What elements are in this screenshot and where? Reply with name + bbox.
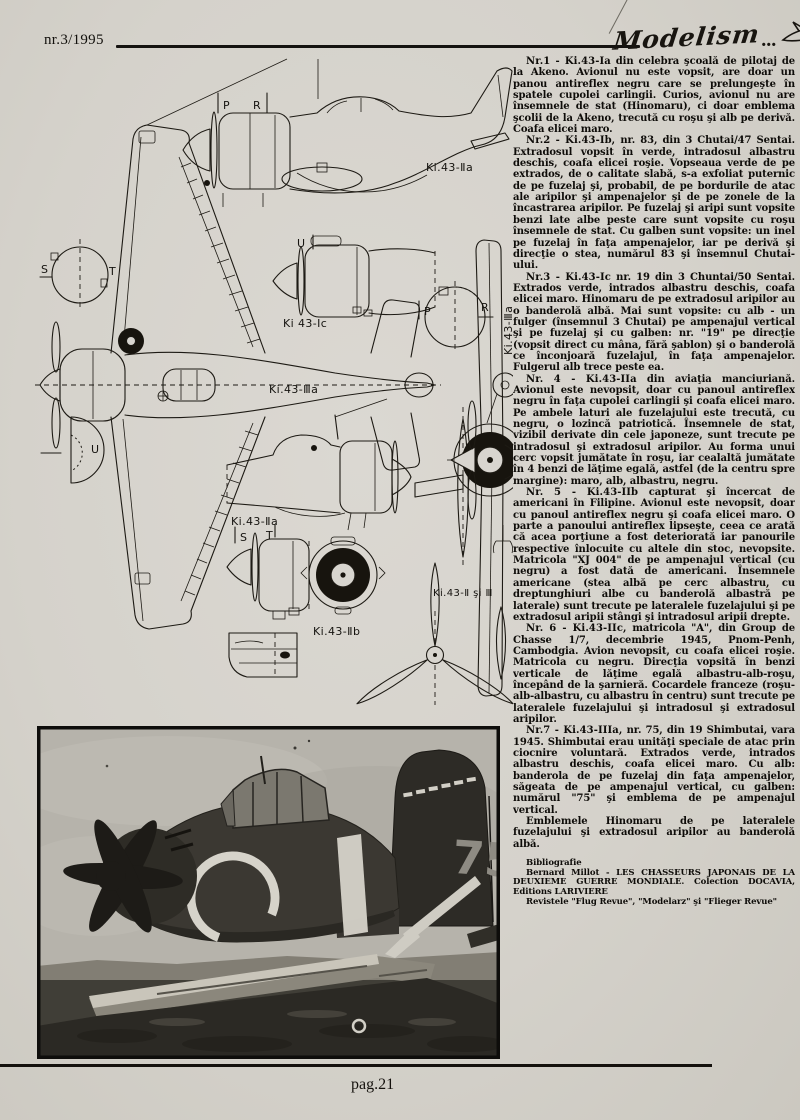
nose-bottom-fragment <box>228 632 298 678</box>
mark-p2: P <box>424 305 431 318</box>
paragraph-text: matricola "A", din Group de Chasse 1/7, … <box>513 623 795 725</box>
paragraph-5: Nr. 5 - Ki.43-IIb capturat şi încercat d… <box>513 487 795 623</box>
magazine-logo-text: Modelism <box>611 19 762 56</box>
paragraph-text: din celebra şcoală de pilotaj de la Aken… <box>513 56 795 136</box>
side-view-ki43-IIa-reversed: Ki.43-Ⅱa <box>226 398 412 531</box>
label-ki43-IIa-top: Ki.43-Ⅱa <box>426 161 473 174</box>
flap-hatching-lower <box>184 430 259 596</box>
mark-s2: S <box>240 531 247 544</box>
header-rule <box>116 45 640 48</box>
footer-rule <box>0 1064 712 1067</box>
nose-view-ki43-Ic: U Ki 43-Ⅰc <box>272 234 436 330</box>
cross-section-st: S T <box>39 239 116 311</box>
label-ki43-IIb: Ki.43-Ⅱb <box>313 625 360 638</box>
article-column: Nr.1 - Ki.43-Ia din celebra şcoală de pi… <box>513 56 795 1064</box>
engine-front-view <box>300 536 386 615</box>
nose-view-st: S T <box>226 524 310 620</box>
paragraph-2: Nr.2 - Ki.43-Ib, nr. 83, din 3 Chutai/47… <box>513 135 795 271</box>
bibliography: Bibliografie Bernard Millot - LES CHASSE… <box>513 858 795 908</box>
label-ki43-IIIa-plan: Ki.43-Ⅲa <box>269 383 318 396</box>
paragraph-text: Emblemele Hinomaru de pe lateralele fuze… <box>513 816 795 850</box>
paragraph-lead: Nr.2 - Ki.43-Ib, <box>526 135 616 147</box>
paragraph-lead: Nr. 4 - Ki.43-IIa <box>526 373 637 385</box>
mark-r: R <box>253 99 261 112</box>
plan-view-ki43-IIIa: Ki.43-Ⅲa <box>35 124 441 630</box>
front-view-ki43-IIIa: Ki.43-Ⅲa <box>414 239 527 697</box>
paragraph-text: capturat şi încercat de americani în Fil… <box>513 487 795 623</box>
ki43-three-view-drawing: P R Ki.43-Ⅱa <box>35 55 527 728</box>
mark-s: S <box>41 263 48 276</box>
ki43-photograph: 75 <box>7 722 518 1063</box>
paragraph-lead: Nr. 6 - Ki.43-IIc, <box>526 623 627 635</box>
cross-section-pr: P R <box>418 281 494 353</box>
propeller-front-view <box>356 562 514 705</box>
bibliography-entry: Bernard Millot - LES CHASSEURS JAPONAIS … <box>513 867 795 898</box>
label-ki43-IIIa-front: Ki.43-Ⅲa <box>502 306 513 355</box>
paragraph-lead: Nr.1 - Ki.43-Ia <box>526 56 611 67</box>
paragraph-text: nr. 75, din 19 Shimbutai, vara 1945. Shi… <box>513 725 795 816</box>
paragraph-3: Nr.3 - Ki.43-Ic nr. 19 din 3 Chuntai/50 … <box>513 272 795 374</box>
side-view-ki43-IIa: P R Ki.43-Ⅱa <box>182 67 513 207</box>
logo-dots: ... <box>761 29 777 51</box>
paragraph-1: Nr.1 - Ki.43-Ia din celebra şcoală de pi… <box>513 56 795 135</box>
paragraph-lead: Nr.7 - Ki.43-IIIa, <box>526 725 623 737</box>
issue-number: nr.3/1995 <box>44 32 104 48</box>
paragraph-4: Nr. 4 - Ki.43-IIa din aviaţia manciurian… <box>513 374 795 487</box>
bibliography-heading: Bibliografie <box>526 858 582 869</box>
label-ki43-Ic: Ki 43-Ⅰc <box>283 317 327 330</box>
mark-u: U <box>91 443 99 456</box>
bibliography-entry: Revistele "Flug Revue", "Modelarz" şi "F… <box>526 896 777 907</box>
paragraph-lead: Nr. 5 - Ki.43-IIb <box>526 487 639 499</box>
cross-section-u: U <box>40 416 105 484</box>
magazine-logo: Modelism... <box>612 18 800 56</box>
page-number: pag.21 <box>351 1076 395 1093</box>
mark-u2: U <box>297 237 305 250</box>
paragraph-6: Nr. 6 - Ki.43-IIc, matricola "A", din Gr… <box>513 623 795 725</box>
label-ki43-IIa-side: Ki.43-Ⅱa <box>231 515 278 528</box>
paragraph-8: Emblemele Hinomaru de pe lateralele fuze… <box>513 816 795 850</box>
paragraph-7: Nr.7 - Ki.43-IIIa, nr. 75, din 19 Shimbu… <box>513 725 795 816</box>
paragraph-text: nr. 19 din 3 Chuntai/50 Sentai. Extrados… <box>513 271 795 374</box>
paragraph-text: din aviaţia manciuriană. Avionul este ne… <box>513 373 795 487</box>
label-ki43-II-III: Ki.43-Ⅱ şi Ⅲ <box>433 588 493 599</box>
mark-r2: R <box>481 301 489 314</box>
plane-doodle-icon <box>781 21 800 42</box>
mark-t: T <box>108 265 116 278</box>
flap-hatching-upper <box>180 162 261 344</box>
mark-t2: T <box>265 529 273 542</box>
paragraph-text: nr. 83, din 3 Chutai/47 Sentai. Extrados… <box>513 135 795 272</box>
paragraph-lead: Nr.3 - Ki.43-Ic <box>526 271 611 283</box>
mark-p: P <box>223 99 230 112</box>
